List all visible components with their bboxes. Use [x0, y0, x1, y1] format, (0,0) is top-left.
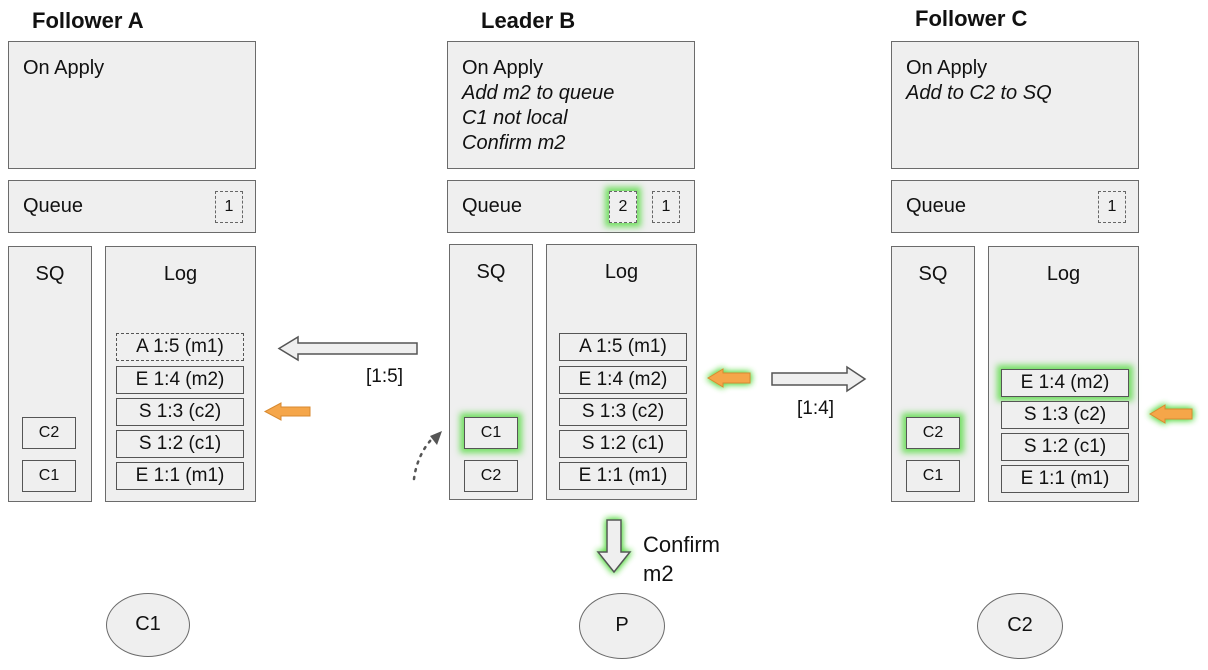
follower-c-log-entry: S 1:3 (c2) [1001, 401, 1129, 429]
leader-b-sq-item: C2 [464, 460, 518, 492]
leader-b-log-label: Log [604, 261, 639, 283]
follower-c-log-label: Log [1046, 263, 1081, 285]
follower-a-log-entry: E 1:4 (m2) [116, 366, 244, 394]
follower-a-log-entry: E 1:1 (m1) [116, 462, 244, 490]
leader-b-apply-line: C1 not local [462, 107, 568, 129]
follower-a-queue-item: 1 [215, 191, 243, 223]
follower-a-log-label: Log [163, 263, 198, 285]
message-to-c-label: [1:4] [797, 398, 834, 419]
follower-a-log-entry: S 1:3 (c2) [116, 398, 244, 426]
follower-a-apply-panel: On Apply [8, 41, 256, 169]
follower-c-log-entry-new: E 1:4 (m2) [1001, 369, 1129, 397]
follower-c-apply-line: Add to C2 to SQ [906, 82, 1052, 104]
follower-c-queue-panel: Queue 1 [891, 180, 1139, 233]
leader-b-sq-label: SQ [476, 261, 506, 283]
follower-c-sq-label: SQ [918, 263, 948, 285]
commit-pointer-a-icon [263, 402, 311, 421]
follower-a-log-entry: S 1:2 (c1) [116, 430, 244, 458]
leader-b-sq-panel: SQ C1 C2 [449, 244, 533, 500]
leader-b-apply-title: On Apply [462, 57, 544, 79]
leader-b-log-entry: S 1:2 (c1) [559, 430, 687, 458]
client-c1-node: C1 [106, 593, 190, 657]
leader-b-apply-line: Confirm m2 [462, 132, 566, 154]
commit-pointer-c-icon [1149, 404, 1193, 424]
leader-b-log-entry: E 1:1 (m1) [559, 462, 687, 490]
commit-pointer-b-icon [707, 368, 751, 388]
leader-b-log-entry: E 1:4 (m2) [559, 366, 687, 394]
follower-a-queue-label: Queue [23, 195, 84, 217]
follower-c-queue-label: Queue [906, 195, 967, 217]
follower-a-log-entry: A 1:5 (m1) [116, 333, 244, 361]
follower-a-apply-title: On Apply [23, 57, 105, 79]
leader-b-log-entry: A 1:5 (m1) [559, 333, 687, 361]
leader-b-queue-panel: Queue 2 1 [447, 180, 695, 233]
follower-a-sq-label: SQ [35, 263, 65, 285]
replicate-to-a-arrow [277, 335, 418, 362]
leader-b-apply-panel: On Apply Add m2 to queue C1 not local Co… [447, 41, 695, 169]
replicate-to-c-arrow [771, 365, 867, 393]
message-to-a-label: [1:5] [366, 366, 403, 387]
leader-b-sq-item-new: C1 [464, 417, 518, 449]
leader-b-log-entry: S 1:3 (c2) [559, 398, 687, 426]
confirm-message-label: Confirm m2 [643, 532, 721, 586]
follower-c-apply-title: On Apply [906, 57, 988, 79]
follower-c-apply-panel: On Apply Add to C2 to SQ [891, 41, 1139, 169]
follower-a-log-panel: Log A 1:5 (m1) E 1:4 (m2) S 1:3 (c2) S 1… [105, 246, 256, 502]
follower-c-queue-item: 1 [1098, 191, 1126, 223]
dotted-curved-arrow [412, 431, 442, 481]
follower-c-log-entry: E 1:1 (m1) [1001, 465, 1129, 493]
follower-a-sq-panel: SQ C2 C1 [8, 246, 92, 502]
follower-c-sq-item: C1 [906, 460, 960, 492]
leader-b-title: Leader B [481, 8, 576, 33]
follower-a-title: Follower A [32, 8, 144, 33]
confirm-down-arrow [596, 519, 632, 574]
follower-c-log-panel: Log E 1:4 (m2) S 1:3 (c2) S 1:2 (c1) E 1… [988, 246, 1139, 502]
follower-c-log-entry: S 1:2 (c1) [1001, 433, 1129, 461]
follower-c-sq-panel: SQ C2 C1 [891, 246, 975, 502]
leader-b-log-panel: Log A 1:5 (m1) E 1:4 (m2) S 1:3 (c2) S 1… [546, 244, 697, 500]
client-p-node: P [579, 593, 665, 659]
leader-b-queue-label: Queue [462, 195, 523, 217]
follower-a-sq-item: C1 [22, 460, 76, 492]
leader-b-apply-line: Add m2 to queue [462, 82, 615, 104]
client-c2-node: C2 [977, 593, 1063, 659]
follower-c-title: Follower C [915, 6, 1028, 31]
follower-c-sq-item-new: C2 [906, 417, 960, 449]
leader-b-queue-item: 1 [652, 191, 680, 223]
follower-a-queue-panel: Queue 1 [8, 180, 256, 233]
follower-a-sq-item: C2 [22, 417, 76, 449]
leader-b-queue-item-new: 2 [609, 191, 637, 223]
